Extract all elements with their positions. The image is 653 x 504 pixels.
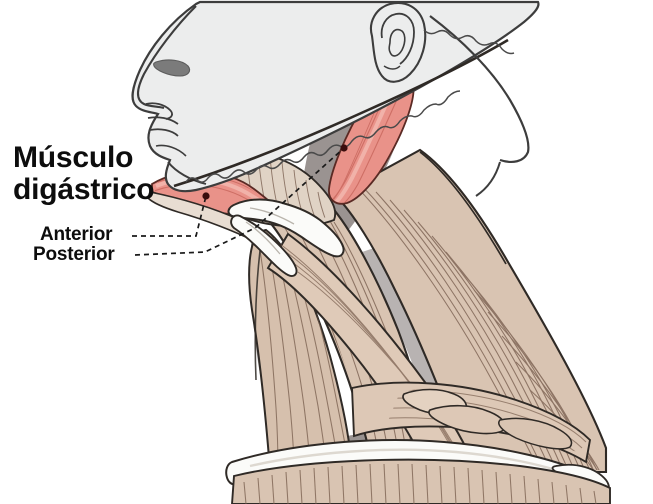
occiput-contour	[423, 15, 530, 197]
callout-label-anterior: Anterior	[40, 224, 113, 245]
callout-leader-lines	[132, 144, 348, 256]
title-line-2: digástrico	[13, 173, 155, 207]
trapezius-muscle	[334, 148, 608, 474]
head-profile	[131, 0, 540, 193]
anterior-marker-dot	[202, 192, 210, 200]
posterior-marker-dot	[340, 144, 348, 152]
pectoral-muscle	[231, 458, 611, 504]
ear-auricle	[370, 2, 427, 83]
callout-label-posterior: Posterior	[33, 244, 115, 265]
page-title: Músculo digástrico	[13, 141, 155, 207]
hyoid-bone	[227, 198, 345, 277]
title-line-1: Músculo	[13, 141, 134, 174]
deep-neck-detail	[402, 388, 573, 450]
